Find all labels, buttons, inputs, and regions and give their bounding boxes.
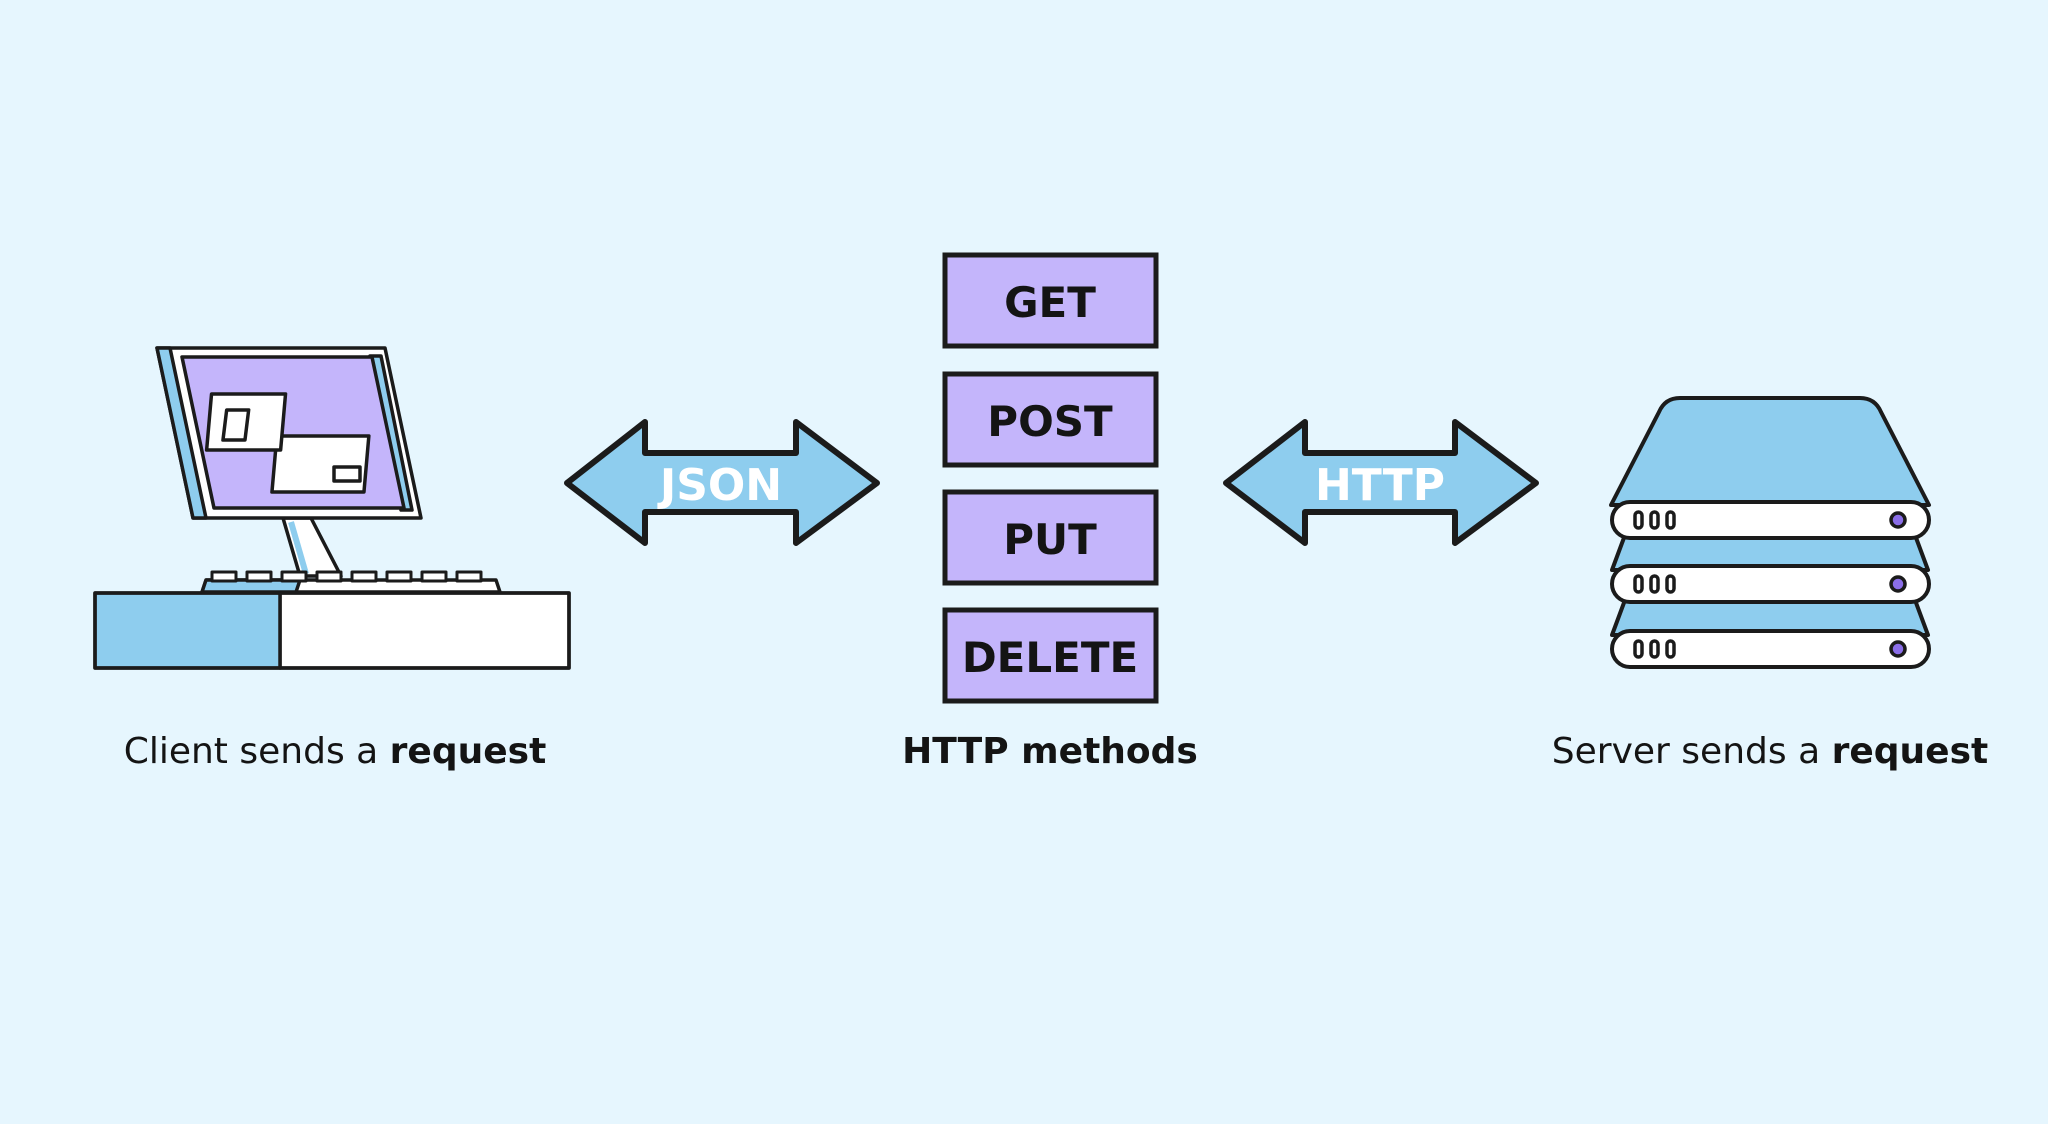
json-arrow-shape bbox=[564, 419, 880, 546]
server-caption: Server sends a request bbox=[1510, 728, 2030, 776]
http-methods-stack: GET POST PUT DELETE bbox=[942, 252, 1159, 704]
method-label-delete: DELETE bbox=[962, 633, 1138, 682]
server-top-body bbox=[1609, 396, 1931, 507]
desk-shade bbox=[93, 591, 282, 670]
method-label-post: POST bbox=[987, 397, 1113, 446]
json-arrow-label: JSON bbox=[657, 460, 782, 511]
monitor-stand-shadow bbox=[288, 521, 309, 575]
methods-caption: HTTP methods bbox=[850, 728, 1250, 776]
server-led-icon bbox=[1889, 511, 1907, 529]
screen-window-button bbox=[332, 465, 362, 483]
server-caption-bold: request bbox=[1831, 731, 1989, 772]
screen-window-inner bbox=[221, 408, 251, 442]
server-unit-3 bbox=[1610, 629, 1931, 669]
desk-outline bbox=[93, 591, 571, 670]
server-led-icon bbox=[1889, 575, 1907, 593]
method-box-get: GET bbox=[942, 252, 1159, 349]
server-led-icon bbox=[1889, 640, 1907, 658]
client-caption-text: Client sends a bbox=[123, 731, 390, 772]
client-caption-bold: request bbox=[389, 731, 547, 772]
monitor-shading-left bbox=[155, 346, 208, 520]
method-box-post: POST bbox=[942, 371, 1159, 468]
http-arrow-label: HTTP bbox=[1315, 460, 1445, 511]
http-double-arrow: HTTP bbox=[1223, 419, 1539, 546]
method-box-put: PUT bbox=[942, 489, 1159, 586]
server-unit-2 bbox=[1610, 564, 1931, 604]
method-box-delete: DELETE bbox=[942, 607, 1159, 704]
client-computer-icon bbox=[93, 346, 571, 670]
method-label-put: PUT bbox=[1003, 515, 1097, 564]
screen-window-front bbox=[270, 434, 371, 494]
method-label-get: GET bbox=[1004, 278, 1096, 327]
server-caption-text: Server sends a bbox=[1551, 731, 1832, 772]
methods-caption-bold: HTTP methods bbox=[902, 731, 1198, 772]
desk-light bbox=[278, 591, 571, 670]
keyboard-keys bbox=[210, 570, 483, 583]
server-unit-1 bbox=[1610, 500, 1931, 540]
client-caption: Client sends a request bbox=[82, 728, 588, 776]
json-double-arrow: JSON bbox=[564, 419, 880, 546]
server-stack-icon bbox=[1609, 396, 1931, 669]
http-arrow-shape bbox=[1223, 419, 1539, 546]
